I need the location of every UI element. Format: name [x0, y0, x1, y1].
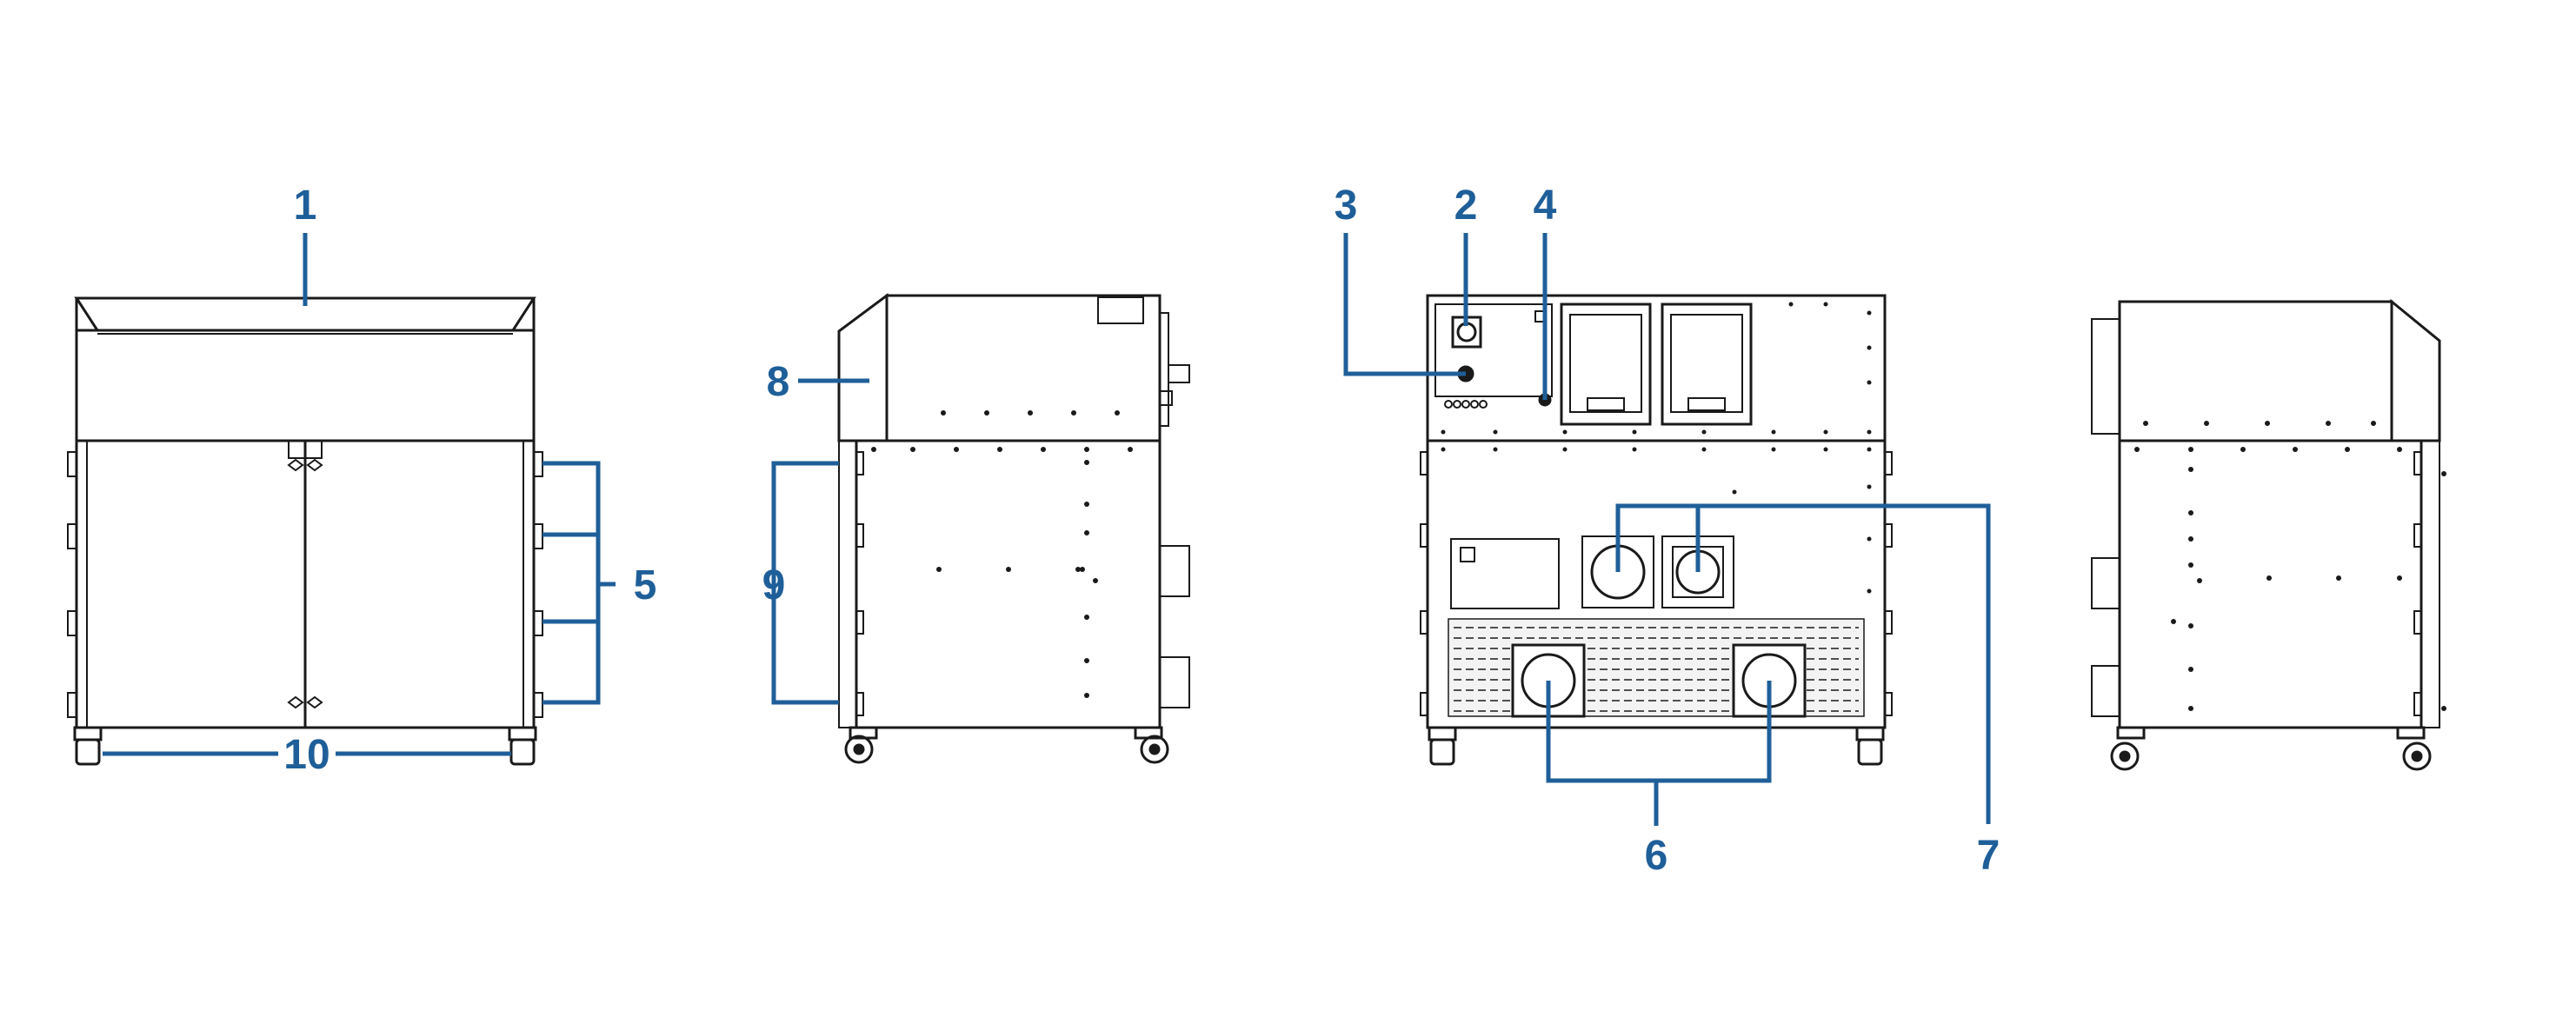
rs-duct-lower [2091, 665, 2120, 717]
callout-9: 9 [762, 562, 786, 608]
rear-led-row [1444, 400, 1488, 409]
rear-control-panel [1434, 303, 1553, 397]
callout-leaders [103, 233, 1991, 826]
front-casters [73, 726, 537, 766]
side-duct-lower [1159, 656, 1190, 708]
side-upper-box [1097, 296, 1144, 324]
rear-exhaust-bay-left [1560, 303, 1652, 426]
rs-edge-hinges [2413, 451, 2422, 716]
rear-access-plate [1450, 538, 1560, 609]
left-side-view [837, 293, 1190, 764]
rear-upper-panel [1426, 294, 1887, 442]
rs-upper-duct [2091, 318, 2120, 435]
front-hood-top-bevel [74, 296, 536, 332]
callout-8: 8 [767, 359, 790, 405]
front-door-latches [287, 458, 323, 709]
rear-screw-pattern [1441, 302, 1872, 594]
side-hood-bevel [837, 293, 889, 442]
right-side-view [2091, 298, 2446, 771]
leader-7 [1615, 503, 1991, 824]
front-view [67, 296, 543, 766]
side-lower-body [855, 439, 1162, 729]
rs-lower-body [2118, 439, 2423, 729]
rs-casters [2110, 726, 2432, 771]
side-upper-housing [885, 294, 1162, 442]
rear-lower-panel [1426, 439, 1887, 729]
leader-9 [771, 461, 839, 705]
rs-screw-pattern [2134, 421, 2446, 711]
side-edge-hinges [855, 451, 864, 716]
side-duct-upper [1159, 545, 1190, 597]
rear-casters [1428, 726, 1885, 766]
leader-5 [542, 461, 601, 705]
callout-labels: 1 2 3 4 5 6 7 8 9 10 [283, 183, 2000, 879]
callout-3: 3 [1335, 183, 1358, 229]
rs-duct-upper [2091, 557, 2120, 609]
rear-exhaust-bay-right [1661, 303, 1753, 426]
leader-3 [1343, 233, 1466, 376]
front-hood [75, 329, 536, 442]
callout-10: 10 [283, 732, 329, 778]
rs-hood-bevel [2390, 298, 2441, 442]
rear-side-hinges [1420, 451, 1893, 716]
callout-7: 7 [1977, 833, 2000, 879]
rear-view [1420, 294, 1893, 766]
callout-2: 2 [1454, 183, 1478, 229]
leader-6 [1546, 681, 1772, 783]
side-casters [844, 726, 1169, 764]
callout-5: 5 [634, 562, 657, 608]
side-screw-pattern [871, 410, 1133, 698]
callout-6: 6 [1645, 833, 1668, 879]
callout-4: 4 [1534, 183, 1557, 229]
rs-upper-housing [2118, 300, 2393, 442]
front-left-hinges [67, 451, 77, 718]
callout-1: 1 [294, 183, 317, 229]
